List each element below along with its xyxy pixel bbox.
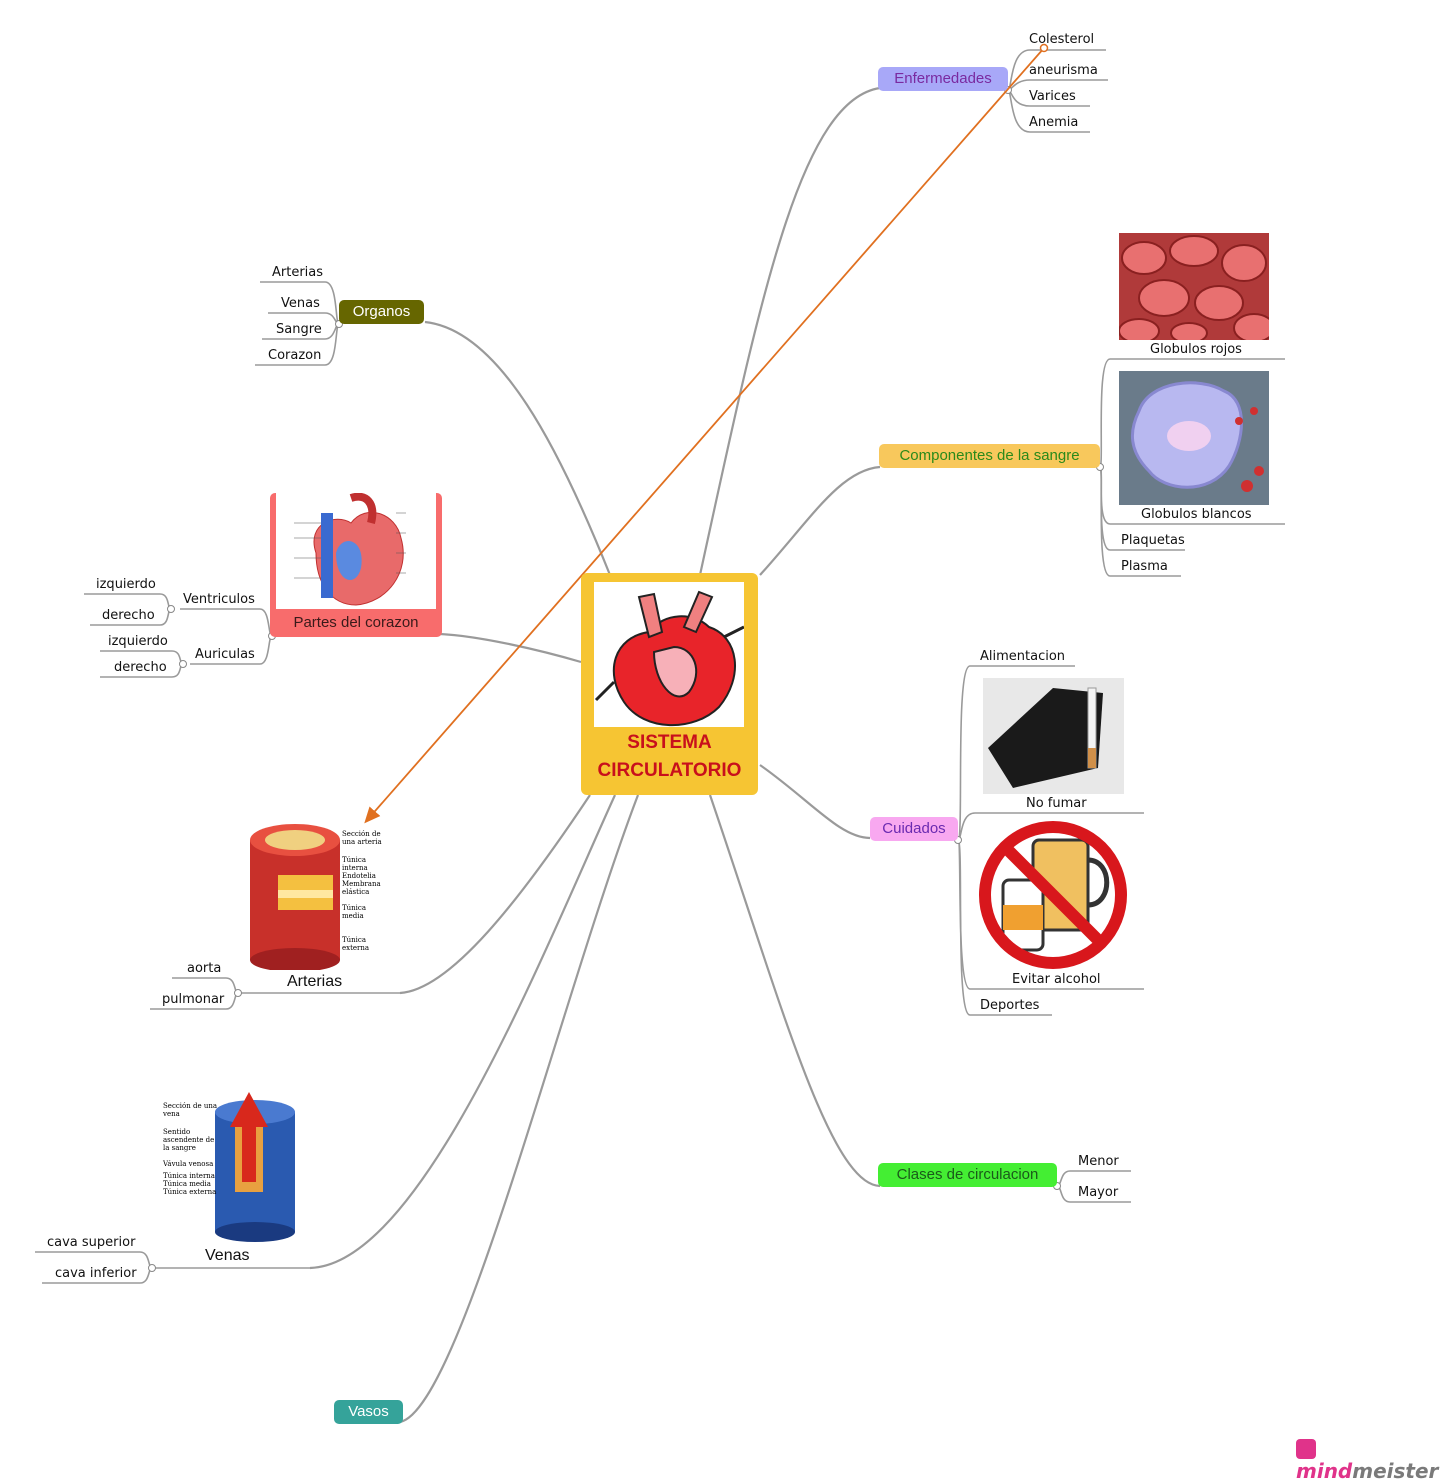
leaf-no-fumar[interactable]: No fumar (1026, 796, 1087, 811)
logo-icon (1296, 1438, 1316, 1459)
node-auriculas[interactable]: Auriculas (195, 647, 255, 662)
leaf-aorta[interactable]: aorta (187, 961, 222, 976)
leaf-ventriculo-derecho[interactable]: derecho (102, 608, 155, 623)
leaf-colesterol[interactable]: Colesterol (1029, 32, 1095, 47)
central-title-line2: CIRCULATORIO (597, 760, 742, 781)
node-ventriculos[interactable]: Ventriculos (183, 592, 255, 607)
heart-illustration (594, 582, 745, 727)
leaf-alimentacion[interactable]: Alimentacion (980, 649, 1066, 664)
leaf-menor[interactable]: Menor (1078, 1154, 1119, 1169)
leaf-auricula-izquierdo[interactable]: izquierdo (108, 634, 168, 649)
central-title-line1: SISTEMA (627, 732, 712, 753)
node-cuidados[interactable]: Cuidados (870, 817, 958, 841)
node-clases-circulacion[interactable]: Clases de circulacion (878, 1163, 1057, 1187)
node-enfermedades[interactable]: Enfermedades (878, 67, 1008, 91)
partes-corazon-label: Partes del corazon (293, 614, 419, 631)
red-blood-cells-image (1119, 233, 1269, 340)
leaf-arterias-organo[interactable]: Arterias (272, 265, 324, 280)
leaf-cava-inferior[interactable]: cava inferior (55, 1266, 137, 1281)
leaf-evitar-alcohol[interactable]: Evitar alcohol (1012, 972, 1101, 987)
leaf-varices[interactable]: Varices (1029, 89, 1076, 104)
mindmeister-logo: mindmeister (1296, 1435, 1454, 1483)
leaf-venas-organo[interactable]: Venas (281, 296, 320, 311)
node-venas[interactable]: Venas (205, 1247, 250, 1264)
node-partes-corazon[interactable]: Partes del corazon (270, 492, 442, 637)
leaf-globulos-rojos[interactable]: Globulos rojos (1150, 342, 1242, 357)
no-alcohol-image (978, 820, 1128, 970)
leaf-globulos-blancos[interactable]: Globulos blancos (1141, 507, 1252, 522)
central-topic[interactable]: SISTEMA CIRCULATORIO (581, 573, 758, 795)
leaf-aneurisma[interactable]: aneurisma (1029, 63, 1098, 78)
leaf-auricula-derecho[interactable]: derecho (114, 660, 167, 675)
leaf-deportes[interactable]: Deportes (980, 998, 1040, 1013)
node-organos[interactable]: Organos (339, 300, 424, 324)
node-componentes-sangre[interactable]: Componentes de la sangre (879, 444, 1100, 468)
artery-section-image: Sección de una arteria Túnica interna En… (245, 820, 385, 970)
leaf-cava-superior[interactable]: cava superior (47, 1235, 136, 1250)
leaf-plaquetas[interactable]: Plaquetas (1121, 533, 1185, 548)
leaf-sangre[interactable]: Sangre (276, 322, 322, 337)
leaf-mayor[interactable]: Mayor (1078, 1185, 1119, 1200)
node-arterias[interactable]: Arterias (287, 973, 343, 990)
white-blood-cell-image (1119, 371, 1269, 505)
leaf-pulmonar[interactable]: pulmonar (162, 992, 225, 1007)
leaf-plasma[interactable]: Plasma (1121, 559, 1168, 574)
node-vasos[interactable]: Vasos (334, 1400, 403, 1424)
no-smoking-image (983, 678, 1124, 794)
heart-anatomy-image (276, 492, 436, 609)
vein-section-image: Sección de una vena Sentido ascendente d… (160, 1092, 300, 1242)
leaf-corazon[interactable]: Corazon (268, 348, 322, 363)
leaf-ventriculo-izquierdo[interactable]: izquierdo (96, 577, 156, 592)
leaf-anemia[interactable]: Anemia (1029, 115, 1079, 130)
